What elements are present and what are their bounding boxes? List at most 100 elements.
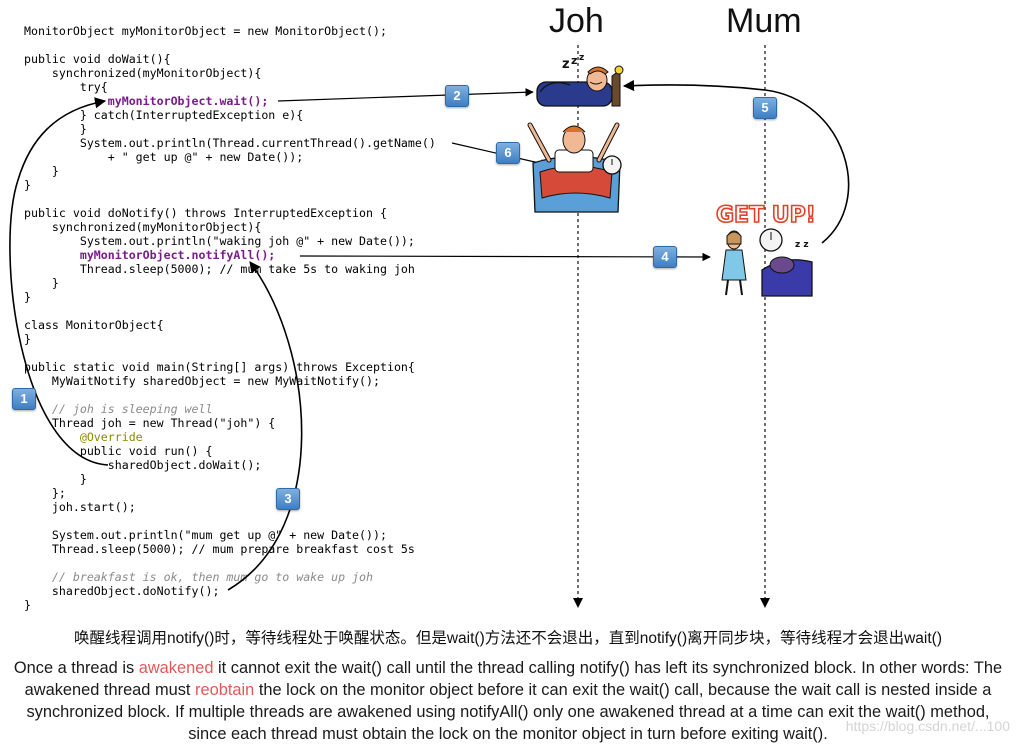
code-line-20: } [24, 290, 436, 304]
left-arm-skin [528, 123, 551, 162]
code-line-4: synchronized(myMonitorObject){ [24, 66, 436, 80]
code-text: class MonitorObject{ [24, 318, 164, 332]
code-text: System.out.println("waking joh @" + new … [24, 234, 415, 248]
caption-en-part-3: the lock on the monitor object before it… [26, 681, 992, 743]
code-line-35: joh.start(); [24, 500, 436, 514]
caption-english: Once a thread is awakened it cannot exit… [8, 657, 1008, 745]
code-text: } [24, 122, 87, 136]
code-line-41: sharedObject.doNotify(); [24, 584, 436, 598]
awake-hair-shape [562, 125, 586, 133]
snore-z-3: z [579, 53, 584, 63]
code-line-14: public void doNotify() throws Interrupte… [24, 206, 436, 220]
blanket-fold-shape [539, 82, 571, 93]
code-text: public void doNotify() throws Interrupte… [24, 206, 387, 220]
code-line-31: public void run() { [24, 444, 436, 458]
code-line-7: } catch(InterruptedException e){ [24, 108, 436, 122]
caption-en-part-2: it cannot exit the wait() call until the… [24, 659, 1003, 699]
caption-chinese: 唤醒线程调用notify()时，等待线程处于唤醒状态。但是wait()方法还不会… [73, 630, 943, 647]
caption-en-highlight-reobtain: reobtain [195, 681, 255, 699]
bedpost-knob-shape [614, 65, 624, 75]
snore-z-1: z [562, 57, 570, 72]
code-text: synchronized(myMonitorObject){ [24, 220, 262, 234]
awake-joh-illustration [527, 122, 622, 213]
code-text: MonitorObject myMonitorObject = new Moni… [24, 24, 387, 38]
mum-left-leg [725, 279, 729, 296]
code-listing: MonitorObject myMonitorObject = new Moni… [24, 24, 436, 612]
code-text: public void run() { [24, 444, 213, 458]
code-line-38: Thread.sleep(5000); // mum prepare break… [24, 542, 436, 556]
code-text: System.out.println(Thread.currentThread(… [24, 136, 436, 150]
code-line-22: class MonitorObject{ [24, 318, 436, 332]
code-line-5: try{ [24, 80, 436, 94]
mum-hair-shape [726, 231, 742, 245]
code-text: MyWaitNotify sharedObject = new MyWaitNo… [24, 374, 380, 388]
code-line-9: System.out.println(Thread.currentThread(… [24, 136, 436, 150]
code-line-29: Thread joh = new Thread("joh") { [24, 416, 436, 430]
code-text: public void doWait(){ [24, 52, 171, 66]
snore-z-2: z [571, 54, 577, 67]
mum-lifeline-arrowhead [760, 598, 770, 608]
caption-en-part-1: Once a thread is [13, 659, 139, 677]
code-line-12: } [24, 178, 436, 192]
code-line-42: } [24, 598, 436, 612]
code-text: sharedObject.doNotify(); [24, 584, 220, 598]
code-text: } [24, 276, 59, 290]
code-text: Thread joh = new Thread("joh") { [24, 416, 276, 430]
mum-dress-shape [721, 249, 747, 281]
code-text: myMonitorObject.wait(); [24, 94, 269, 108]
caption-en-highlight-awakened: awakened [138, 659, 214, 677]
code-line-11: } [24, 164, 436, 178]
code-text: Thread.sleep(5000); // mum take 5s to wa… [24, 262, 415, 276]
watermark: https://blog.csdn.net/...100 [845, 718, 1010, 734]
mum-snore-z: z z [795, 240, 809, 250]
code-line-33: } [24, 472, 436, 486]
code-line-16: System.out.println("waking joh @" + new … [24, 234, 436, 248]
arrow-step-4 [299, 252, 711, 262]
diagram-arrows: z z z GET UP! [9, 45, 850, 608]
code-line-37: System.out.println("mum get up @" + new … [24, 528, 436, 542]
code-line-3: public void doWait(){ [24, 52, 436, 66]
code-text: } [24, 598, 31, 612]
right-arm-skin [597, 123, 619, 162]
code-text: @Override [24, 430, 143, 444]
code-text: public static void main(String[] args) t… [24, 360, 415, 374]
code-text: } [24, 332, 31, 346]
code-line-23: } [24, 332, 436, 346]
code-text: } catch(InterruptedException e){ [24, 108, 304, 122]
code-text: myMonitorObject.notifyAll(); [24, 248, 276, 262]
step-badge-6: 6 [496, 142, 520, 164]
code-line-28: // joh is sleeping well [24, 402, 436, 416]
joh-mouth-shape [589, 81, 603, 85]
code-text: synchronized(myMonitorObject){ [24, 66, 262, 80]
code-text: // joh is sleeping well [24, 402, 213, 416]
code-text: } [24, 178, 31, 192]
mum-wakes-joh-illustration: GET UP! z z [715, 202, 817, 297]
joh-hair-shape [587, 66, 609, 75]
arrow-step-3 [227, 261, 303, 591]
code-line-40: // breakfast is ok, then mum go to wake … [24, 570, 436, 584]
lane-title-joh: Joh [549, 2, 604, 40]
lane-title-mum: Mum [726, 2, 802, 40]
code-line-30: @Override [24, 430, 436, 444]
step-badge-2: 2 [445, 85, 469, 107]
code-text: joh.start(); [24, 500, 136, 514]
code-line-19: } [24, 276, 436, 290]
code-line-10: + " get up @" + new Date()); [24, 150, 436, 164]
code-line-1: MonitorObject myMonitorObject = new Moni… [24, 24, 436, 38]
code-line-17: myMonitorObject.notifyAll(); [24, 248, 436, 262]
code-text: }; [24, 486, 66, 500]
code-line-15: synchronized(myMonitorObject){ [24, 220, 436, 234]
get-up-shout: GET UP! [716, 203, 816, 228]
code-line-18: Thread.sleep(5000); // mum take 5s to wa… [24, 262, 436, 276]
code-line-6: myMonitorObject.wait(); [24, 94, 436, 108]
code-text: System.out.println("mum get up @" + new … [24, 528, 387, 542]
mum-right-leg [739, 279, 743, 296]
code-line-25: public static void main(String[] args) t… [24, 360, 436, 374]
step-badge-1: 1 [12, 388, 36, 410]
step-badge-3: 3 [276, 488, 300, 510]
code-text: // breakfast is ok, then mum go to wake … [24, 570, 374, 584]
code-line-32: sharedObject.doWait(); [24, 458, 436, 472]
code-text: } [24, 472, 87, 486]
joh-under-cover-shape [769, 256, 795, 274]
